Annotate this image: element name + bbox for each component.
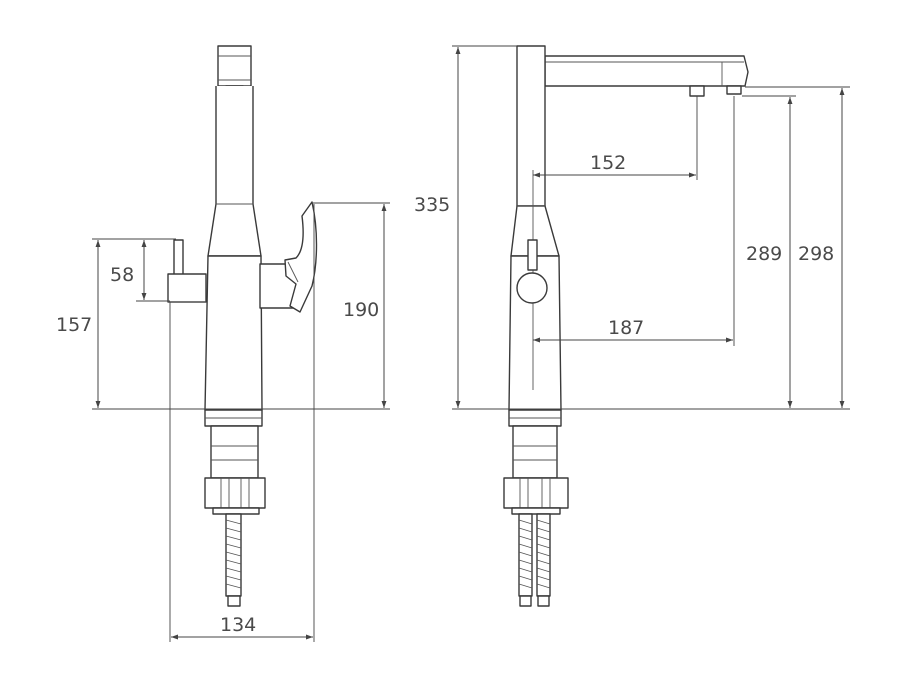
label-187: 187 [608, 317, 644, 339]
label-152: 152 [590, 152, 626, 174]
dimension-labels: 58 157 190 134 335 152 187 289 298 [56, 152, 834, 636]
label-58: 58 [110, 264, 134, 286]
label-157: 157 [56, 314, 92, 336]
label-298: 298 [798, 243, 834, 265]
side-nut [503, 477, 569, 509]
side-shank [512, 425, 558, 479]
label-289: 289 [746, 243, 782, 265]
front-hose-fitting [227, 595, 241, 607]
side-knob-stem [527, 239, 538, 271]
front-shank [210, 425, 259, 479]
front-dimensions [92, 202, 390, 642]
side-column [516, 45, 546, 207]
front-view [167, 45, 318, 607]
side-view [503, 45, 749, 607]
front-spout-column [207, 86, 262, 257]
label-134: 134 [220, 614, 256, 636]
front-knob [167, 273, 207, 303]
side-aerator [689, 85, 705, 97]
front-knob-stem [173, 239, 184, 277]
front-nut [204, 477, 266, 509]
side-dimensions [452, 45, 850, 410]
label-335: 335 [414, 194, 450, 216]
label-190: 190 [343, 299, 379, 321]
front-body [204, 255, 263, 411]
side-spout-arm [544, 55, 749, 87]
side-knob [516, 272, 548, 304]
